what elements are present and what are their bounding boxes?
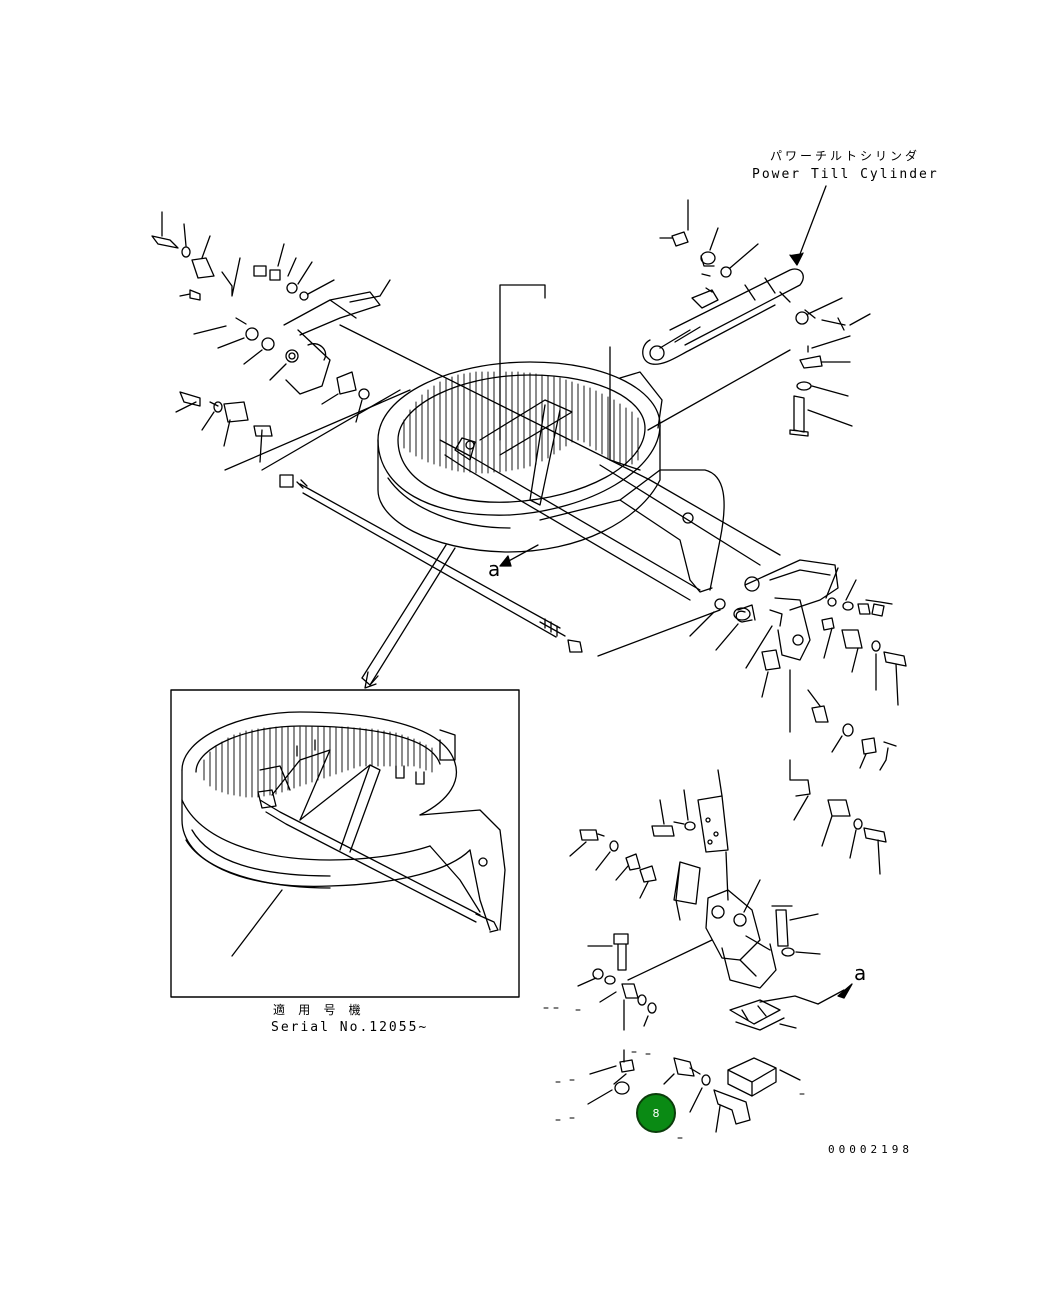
power-tilt-cylinder-label-en: Power Till Cylinder: [752, 167, 939, 182]
serial-inset: [170, 689, 520, 998]
tie-rod: [279, 474, 583, 653]
serial-label-jp: 適 用 号 機: [273, 1003, 364, 1017]
ring-gear: [377, 361, 663, 553]
gear-teeth: [403, 371, 639, 474]
reference-letter-lower: a: [854, 961, 867, 985]
page-number-badge[interactable]: 8: [636, 1093, 676, 1133]
cylinder-hardware: [659, 199, 871, 437]
page-number-badge-label: 8: [652, 1106, 660, 1120]
power-tilt-cylinder-label-jp: パワーチルトシリンダ: [770, 149, 921, 163]
serial-label-en: Serial No.12055~: [271, 1020, 429, 1035]
left-hardware: [151, 211, 391, 447]
drawing-number: 00002198: [828, 1143, 913, 1156]
lower-bracket-assembly: [569, 769, 853, 1133]
drawbar-frame: [439, 399, 725, 601]
reference-letter-upper: a: [488, 557, 501, 581]
right-clamp-assembly: [689, 559, 907, 875]
power-tilt-cylinder: [642, 185, 827, 365]
label-dashes: [543, 1007, 805, 1139]
